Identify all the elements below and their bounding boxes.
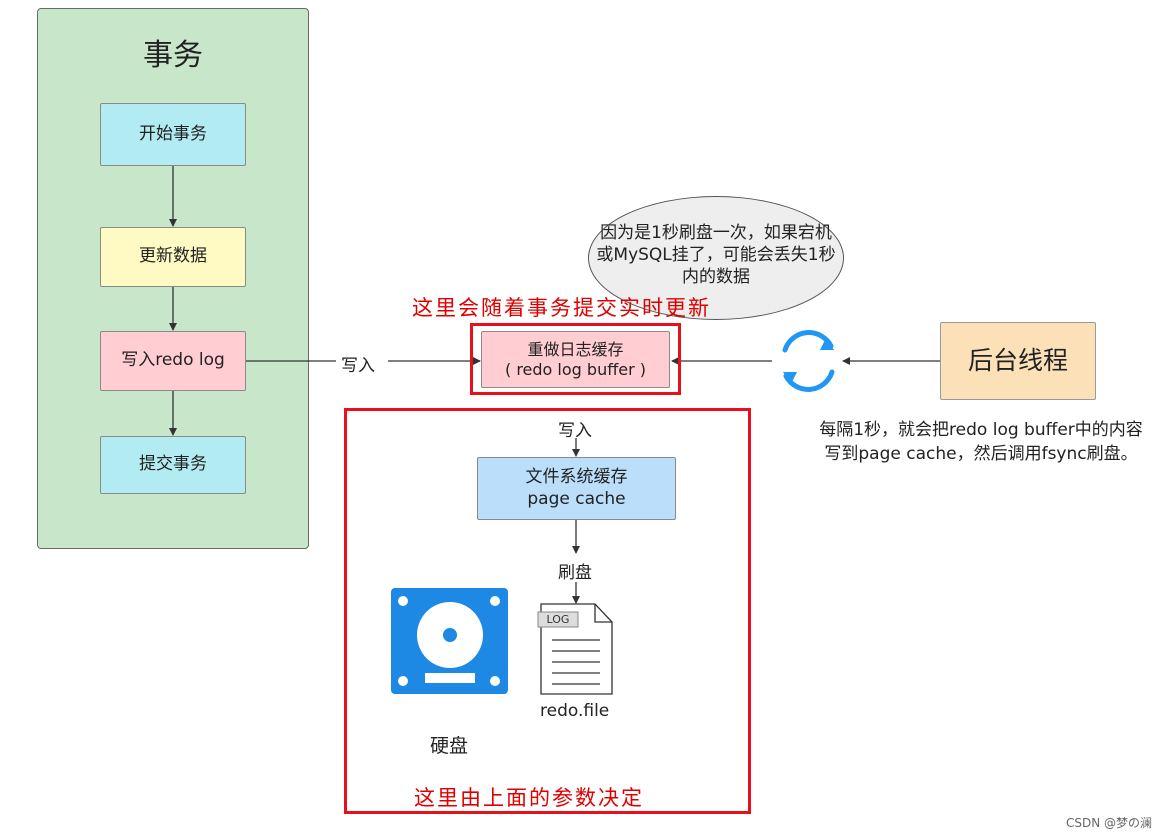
page-cache: 文件系统缓存 page cache — [477, 457, 676, 520]
redo-log-buffer: 重做日志缓存 ( redo log buffer ) — [481, 331, 670, 388]
background-thread-label: 后台线程 — [967, 346, 1068, 376]
disk-region-frame — [344, 408, 751, 814]
flush-label: 刷盘 — [558, 563, 592, 583]
hard-disk-icon — [391, 588, 508, 694]
step-write-redo-log-label: 写入redo log — [121, 350, 225, 371]
disk-label: 硬盘 — [430, 735, 469, 757]
page-cache-title: 文件系统缓存 — [525, 467, 628, 488]
watermark: CSDN @梦の澜 — [1066, 816, 1153, 830]
log-file-tag: LOG — [546, 613, 570, 626]
redo-log-buffer-subtitle: ( redo log buffer ) — [505, 359, 646, 379]
annotation-bottom: 这里由上面的参数决定 — [414, 786, 644, 810]
background-thread-note: 每隔1秒，就会把redo log buffer中的内容 写到page cache… — [796, 418, 1166, 466]
background-thread-note-line2: 写到page cache，然后调用fsync刷盘。 — [824, 444, 1138, 464]
redo-log-buffer-title: 重做日志缓存 — [527, 339, 624, 359]
data-loss-bubble — [588, 196, 844, 320]
step-update-data: 更新数据 — [100, 227, 246, 287]
background-thread-note-line1: 每隔1秒，就会把redo log buffer中的内容 — [819, 420, 1143, 440]
annotation-top: 这里会随着事务提交实时更新 — [412, 296, 711, 320]
step-commit-transaction-label: 提交事务 — [139, 454, 207, 475]
write-label-2: 写入 — [558, 421, 592, 441]
write-label-1: 写入 — [341, 356, 375, 376]
sync-icon — [782, 330, 835, 392]
step-update-data-label: 更新数据 — [139, 246, 207, 267]
buffer-highlight-frame — [470, 323, 681, 395]
log-file-name: redo.file — [540, 701, 610, 721]
log-file-icon — [537, 603, 613, 695]
data-loss-bubble-text: 因为是1秒刷盘一次，如果宕机或MySQL挂了，可能会丢失1秒内的数据 — [596, 223, 836, 287]
step-commit-transaction: 提交事务 — [100, 436, 246, 494]
page-cache-subtitle: page cache — [527, 488, 626, 509]
step-write-redo-log: 写入redo log — [100, 331, 246, 391]
step-start-transaction-label: 开始事务 — [139, 123, 207, 144]
transaction-title: 事务 — [143, 38, 203, 73]
step-start-transaction: 开始事务 — [100, 103, 246, 166]
background-thread: 后台线程 — [940, 322, 1096, 400]
